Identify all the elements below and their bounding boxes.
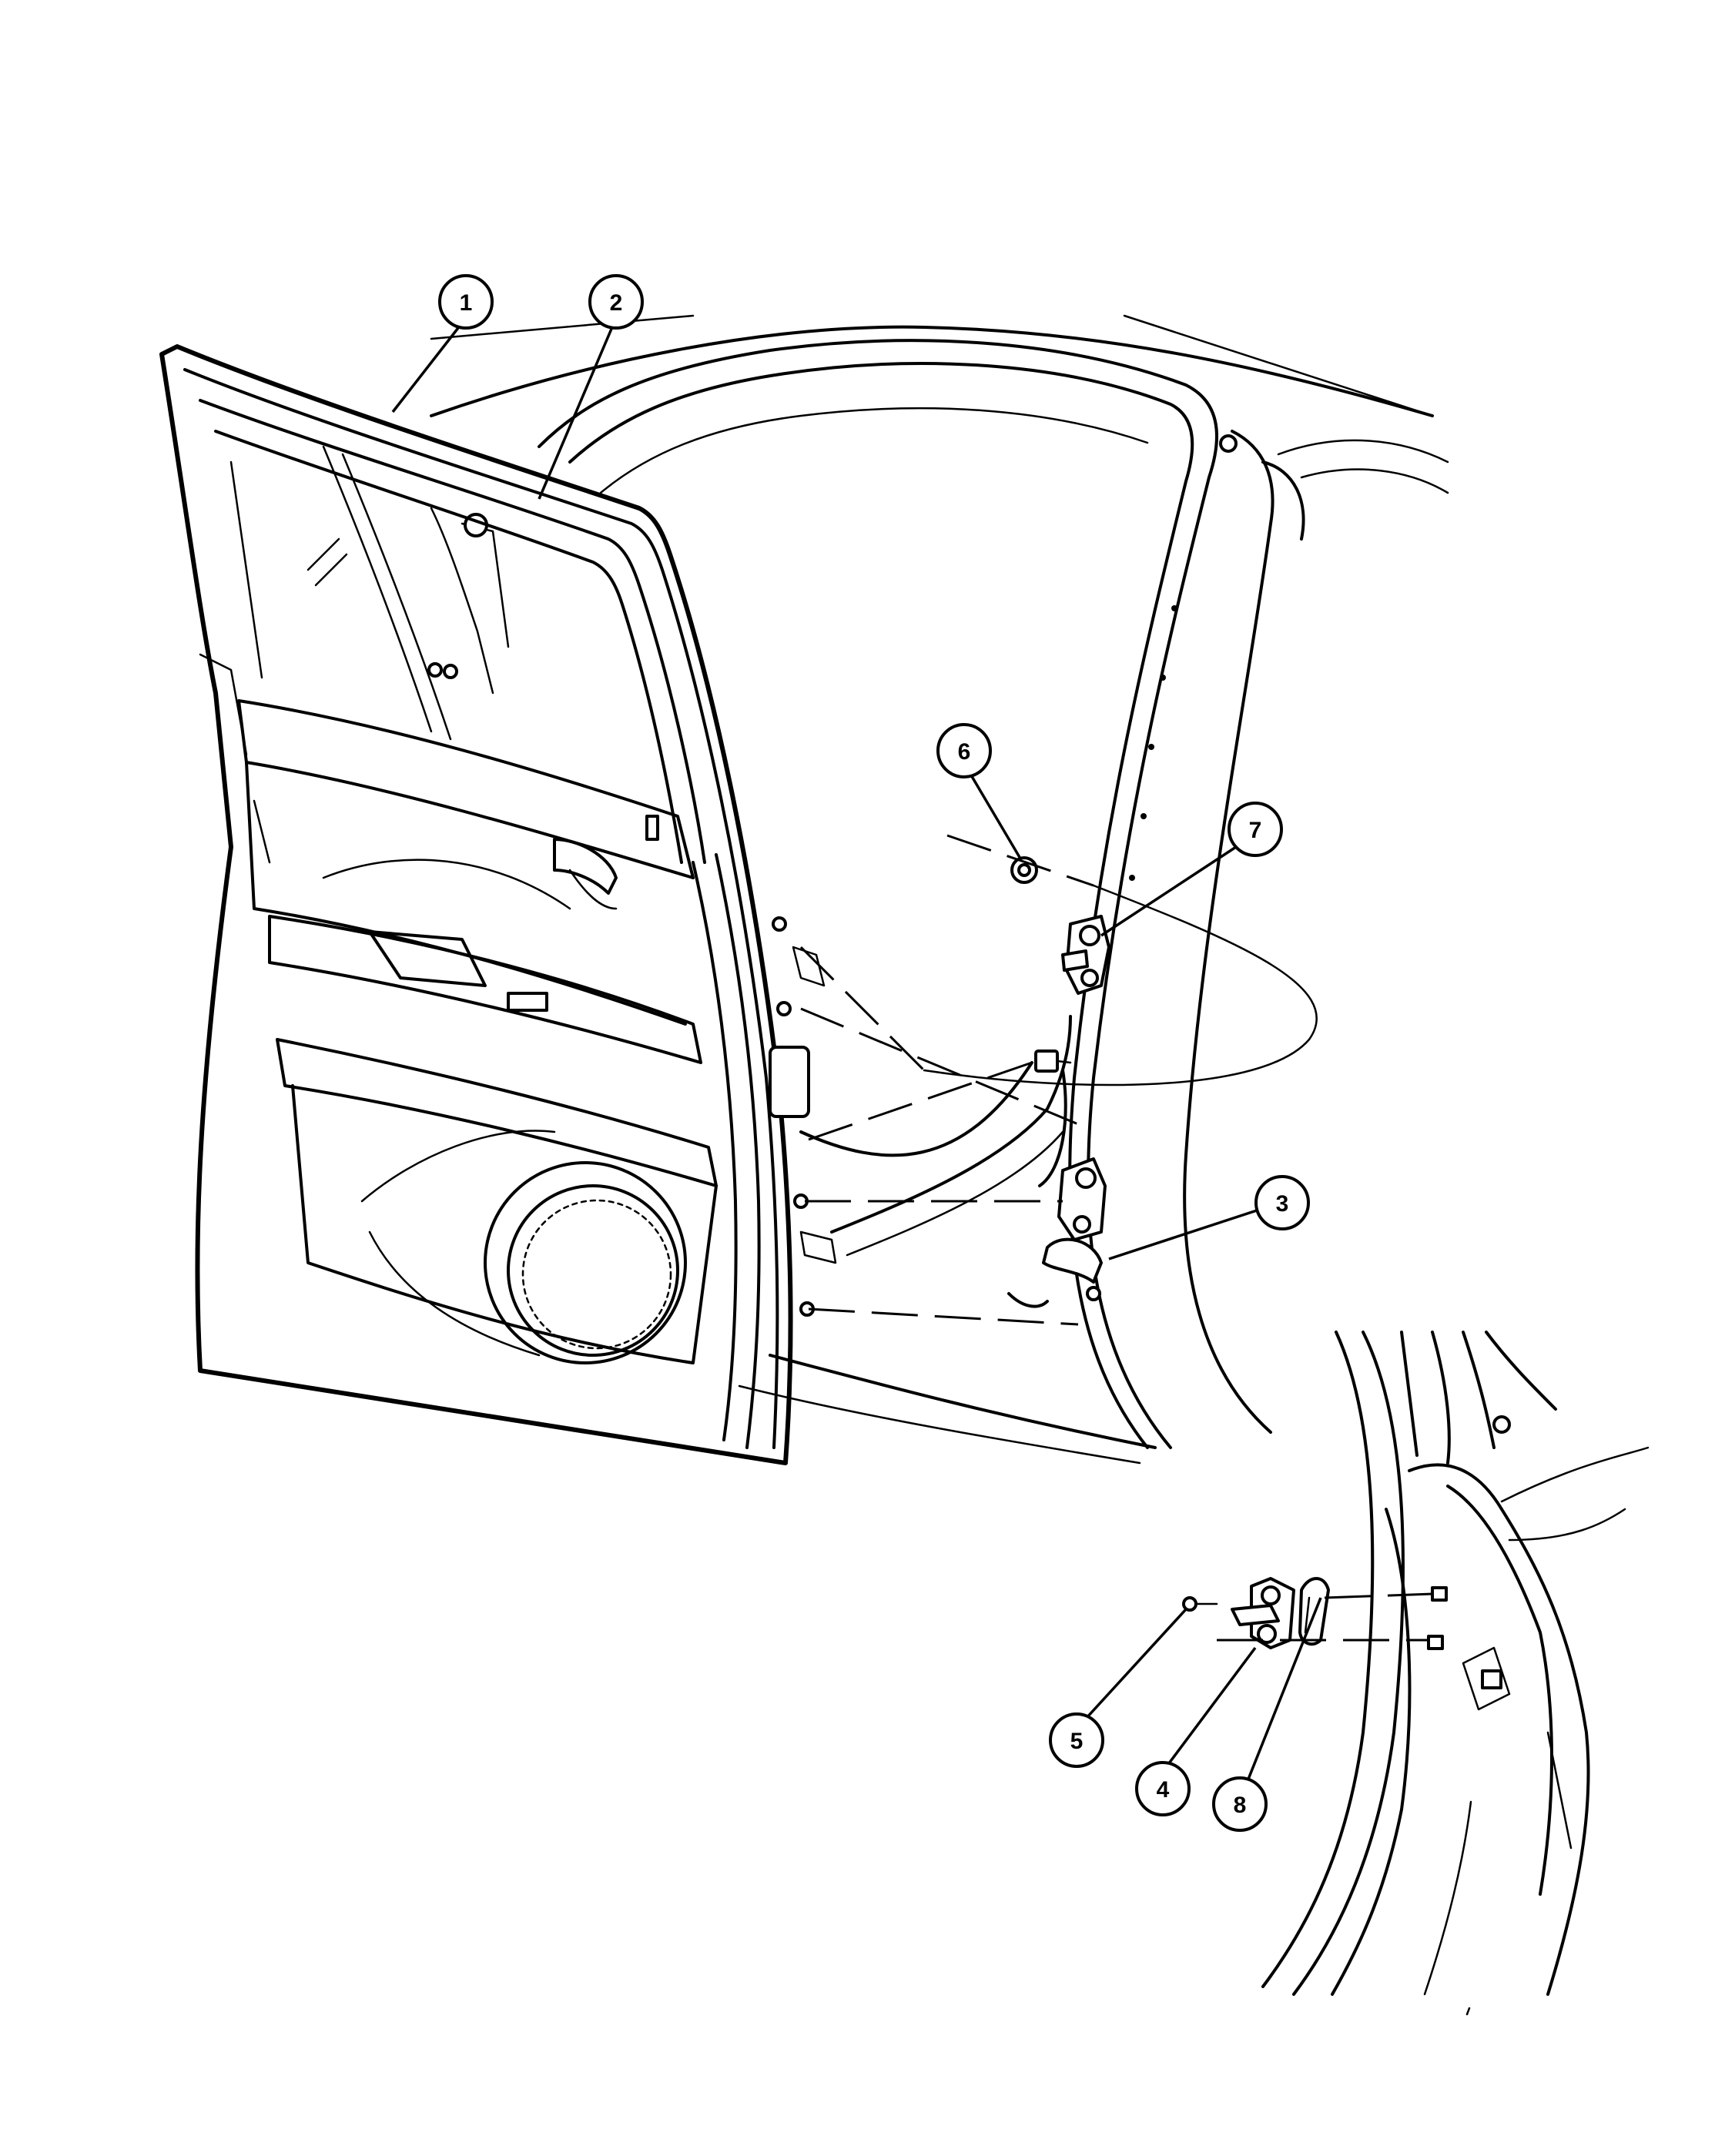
callout-8-label: 8 — [1234, 1793, 1247, 1818]
striker-screw — [1182, 1596, 1218, 1612]
callout-6: 6 — [936, 723, 1022, 859]
callout-3-label: 3 — [1276, 1191, 1289, 1217]
striker-detail-inset — [1261, 1331, 1650, 1996]
striker-alignment-lines — [1217, 1586, 1448, 1650]
callout-4-label: 4 — [1157, 1777, 1170, 1803]
callout-6-label: 6 — [958, 739, 971, 765]
corner-mark — [1465, 2007, 1471, 2016]
callout-3: 3 — [1108, 1175, 1310, 1260]
rear-door-assembly — [159, 344, 837, 1465]
door-striker — [1231, 1577, 1295, 1649]
wiring-connector — [799, 1050, 1072, 1308]
upper-door-hinge — [1061, 915, 1110, 995]
callout-1: 1 — [391, 274, 494, 413]
callout-8: 8 — [1212, 1597, 1322, 1832]
callout-5: 5 — [1049, 1608, 1187, 1768]
callout-5-label: 5 — [1070, 1729, 1084, 1754]
callout-7: 7 — [1100, 802, 1283, 937]
alignment-lines — [799, 834, 1318, 1326]
callout-4: 4 — [1135, 1646, 1257, 1816]
callout-2: 2 — [538, 274, 644, 500]
callout-2-label: 2 — [610, 290, 623, 316]
callout-7-label: 7 — [1249, 818, 1262, 843]
callout-1-label: 1 — [460, 290, 473, 316]
lower-door-hinge — [1042, 1157, 1107, 1301]
